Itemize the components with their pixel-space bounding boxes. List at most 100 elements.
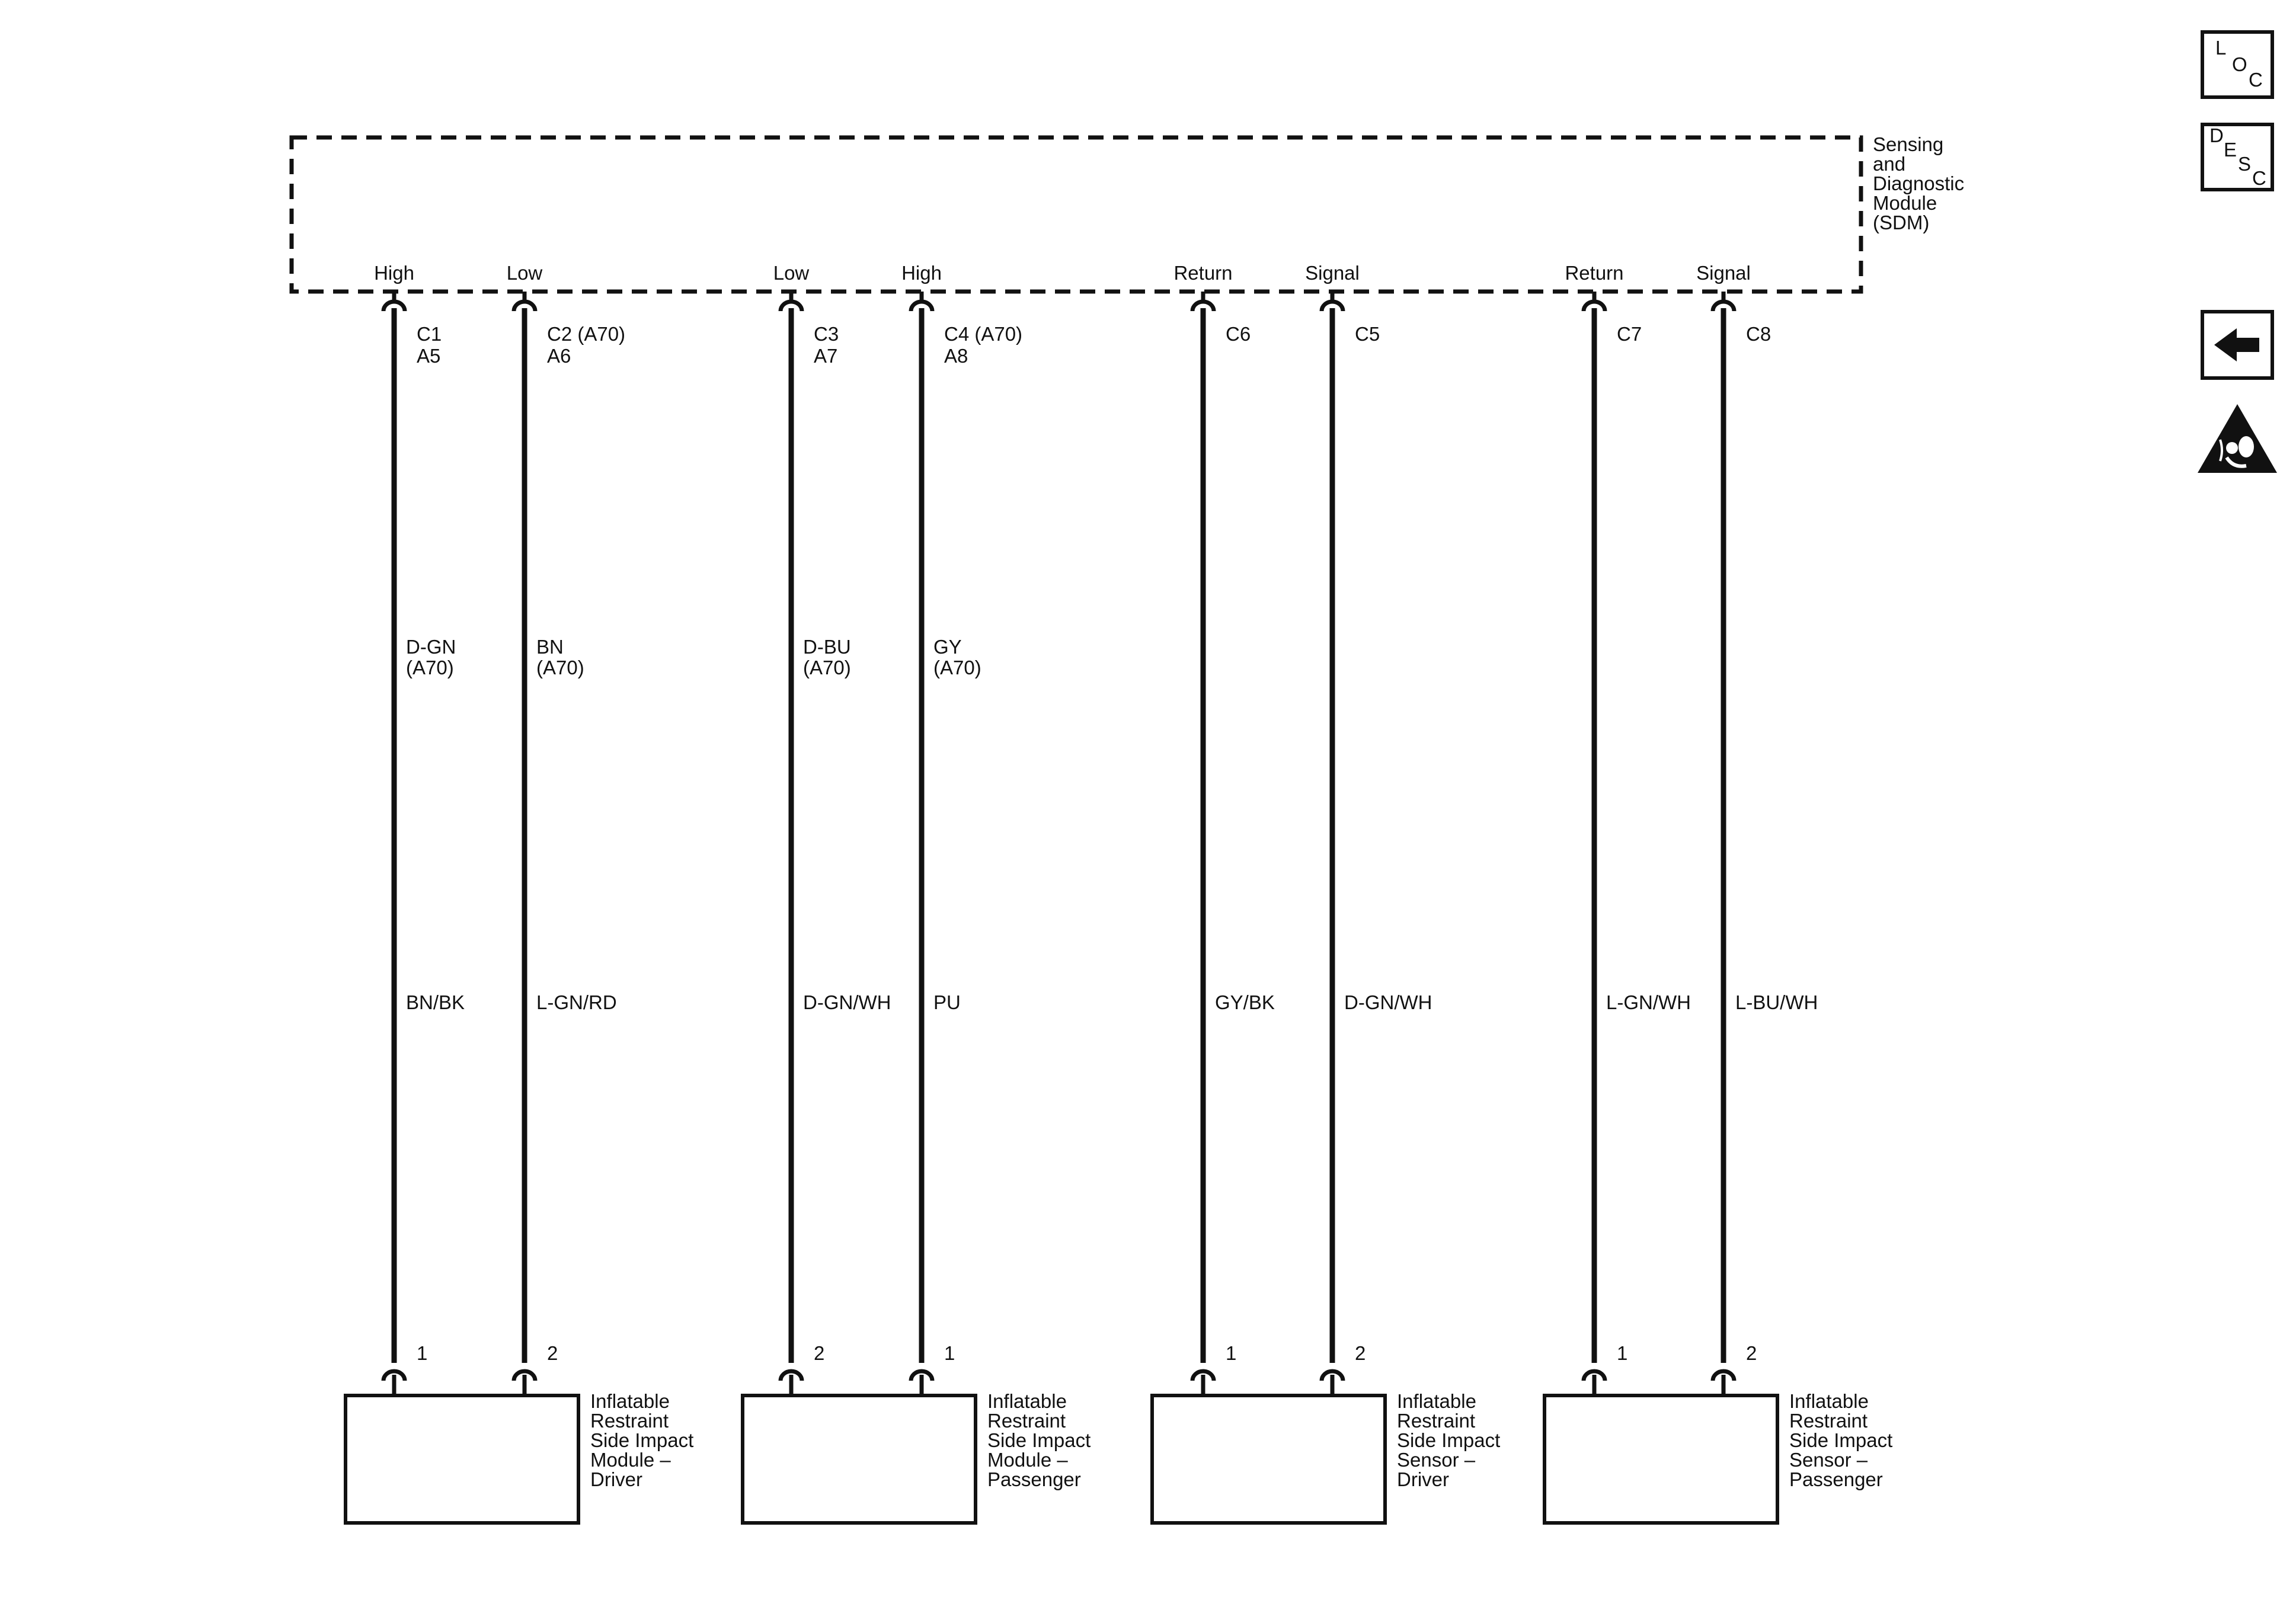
component-name-line: Driver bbox=[590, 1468, 642, 1490]
component-name-line: Inflatable bbox=[1789, 1390, 1869, 1412]
component-box bbox=[1150, 1394, 1387, 1525]
component-name-line: Sensor – bbox=[1397, 1449, 1476, 1471]
component-pin-number: 2 bbox=[1746, 1342, 1757, 1364]
airbag-warning-icon bbox=[2198, 404, 2277, 473]
sdm-pin-label: Low bbox=[507, 262, 543, 284]
loc-letter-l: L bbox=[2215, 37, 2226, 59]
component-name-line: Restraint bbox=[1789, 1410, 1868, 1432]
desc-button-frame[interactable] bbox=[2201, 123, 2274, 191]
loc-button[interactable]: L O C bbox=[2201, 30, 2274, 99]
connector-id: C1 bbox=[417, 323, 442, 345]
wire-color-label: D-GN/WH bbox=[803, 991, 891, 1013]
loc-letter-c: C bbox=[2249, 69, 2263, 91]
loc-button-frame[interactable] bbox=[2201, 30, 2274, 99]
component-name-line: Inflatable bbox=[987, 1390, 1067, 1412]
left-arrow-icon bbox=[2214, 328, 2259, 361]
component-name-line: Sensor – bbox=[1789, 1449, 1868, 1471]
wire-color-label: L-BU/WH bbox=[1735, 991, 1818, 1013]
component-connector-terminal bbox=[1581, 1369, 1607, 1381]
connector-id: C6 bbox=[1226, 323, 1251, 345]
option-code: (A70) bbox=[933, 657, 981, 678]
connector-pin: A6 bbox=[547, 345, 571, 367]
sdm-label-line-4: Module bbox=[1873, 192, 1937, 214]
component-pin-number: 2 bbox=[547, 1342, 558, 1364]
component-name-line: Restraint bbox=[1397, 1410, 1475, 1432]
component-name-line: Inflatable bbox=[1397, 1390, 1476, 1412]
component-connector-terminal bbox=[778, 1369, 804, 1381]
component-name-line: Restraint bbox=[590, 1410, 669, 1432]
component-name-line: Restraint bbox=[987, 1410, 1066, 1432]
connector-id: C2 (A70) bbox=[547, 323, 625, 345]
desc-letter-e: E bbox=[2224, 139, 2237, 161]
component-pin-number: 1 bbox=[944, 1342, 955, 1364]
component-pin-number: 1 bbox=[417, 1342, 427, 1364]
component-connector-terminal bbox=[1319, 1369, 1345, 1381]
sdm-pin-label: Return bbox=[1565, 262, 1623, 284]
wire-color-label: GY/BK bbox=[1215, 991, 1275, 1013]
connector-pin: A5 bbox=[417, 345, 440, 367]
component-connector-terminal bbox=[1710, 1369, 1737, 1381]
connector-pin: A8 bbox=[944, 345, 968, 367]
component-box bbox=[1543, 1394, 1779, 1525]
component-name-line: Passenger bbox=[987, 1468, 1081, 1490]
component-pin-number: 1 bbox=[1617, 1342, 1627, 1364]
component-name-line: Driver bbox=[1397, 1468, 1449, 1490]
component-connector-terminal bbox=[511, 1369, 538, 1381]
sdm-label-line-3: Diagnostic bbox=[1873, 172, 1964, 194]
connector-pin: A7 bbox=[814, 345, 837, 367]
wire-color-label: PU bbox=[933, 991, 961, 1013]
connector-id: C8 bbox=[1746, 323, 1771, 345]
connector-id: C4 (A70) bbox=[944, 323, 1022, 345]
connector-id: C5 bbox=[1355, 323, 1380, 345]
sdm-pin-label: Signal bbox=[1305, 262, 1360, 284]
connector-id: C7 bbox=[1617, 323, 1642, 345]
desc-letter-c: C bbox=[2252, 167, 2266, 189]
option-wire-color: BN bbox=[536, 636, 564, 658]
component-name-line: Passenger bbox=[1789, 1468, 1883, 1490]
sdm-label-line-2: and bbox=[1873, 153, 1905, 175]
component-name-line: Module – bbox=[987, 1449, 1068, 1471]
option-wire-color: D-BU bbox=[803, 636, 851, 658]
sdm-label: Sensing and Diagnostic Module (SDM) bbox=[1873, 133, 1964, 233]
sdm-module-outline bbox=[289, 135, 1863, 294]
wire-color-label: L-GN/RD bbox=[536, 991, 617, 1013]
component-name-line: Side Impact bbox=[590, 1429, 693, 1451]
desc-letter-d: D bbox=[2209, 124, 2224, 146]
component-name-line: Module – bbox=[590, 1449, 671, 1471]
desc-letter-s: S bbox=[2238, 153, 2251, 175]
desc-button[interactable]: D E S C bbox=[2201, 123, 2274, 191]
component-connector-terminal bbox=[1190, 1369, 1216, 1381]
option-wire-color: D-GN bbox=[406, 636, 456, 658]
component-name-line: Side Impact bbox=[1789, 1429, 1892, 1451]
sdm-pin-label: High bbox=[374, 262, 414, 284]
back-button[interactable] bbox=[2201, 310, 2274, 380]
wire-color-label: D-GN/WH bbox=[1344, 991, 1432, 1013]
component-box bbox=[741, 1394, 977, 1525]
option-code: (A70) bbox=[536, 657, 584, 678]
component-box bbox=[344, 1394, 580, 1525]
wire-color-label: BN/BK bbox=[406, 991, 465, 1013]
sdm-pin-label: Return bbox=[1173, 262, 1232, 284]
component-name-line: Inflatable bbox=[590, 1390, 670, 1412]
sdm-pin-label: High bbox=[901, 262, 942, 284]
wire-color-label: L-GN/WH bbox=[1606, 991, 1691, 1013]
connector-id: C3 bbox=[814, 323, 839, 345]
loc-letter-o: O bbox=[2232, 53, 2247, 75]
component-name-line: Side Impact bbox=[1397, 1429, 1500, 1451]
sdm-pin-label: Signal bbox=[1696, 262, 1751, 284]
component-pin-number: 1 bbox=[1226, 1342, 1236, 1364]
